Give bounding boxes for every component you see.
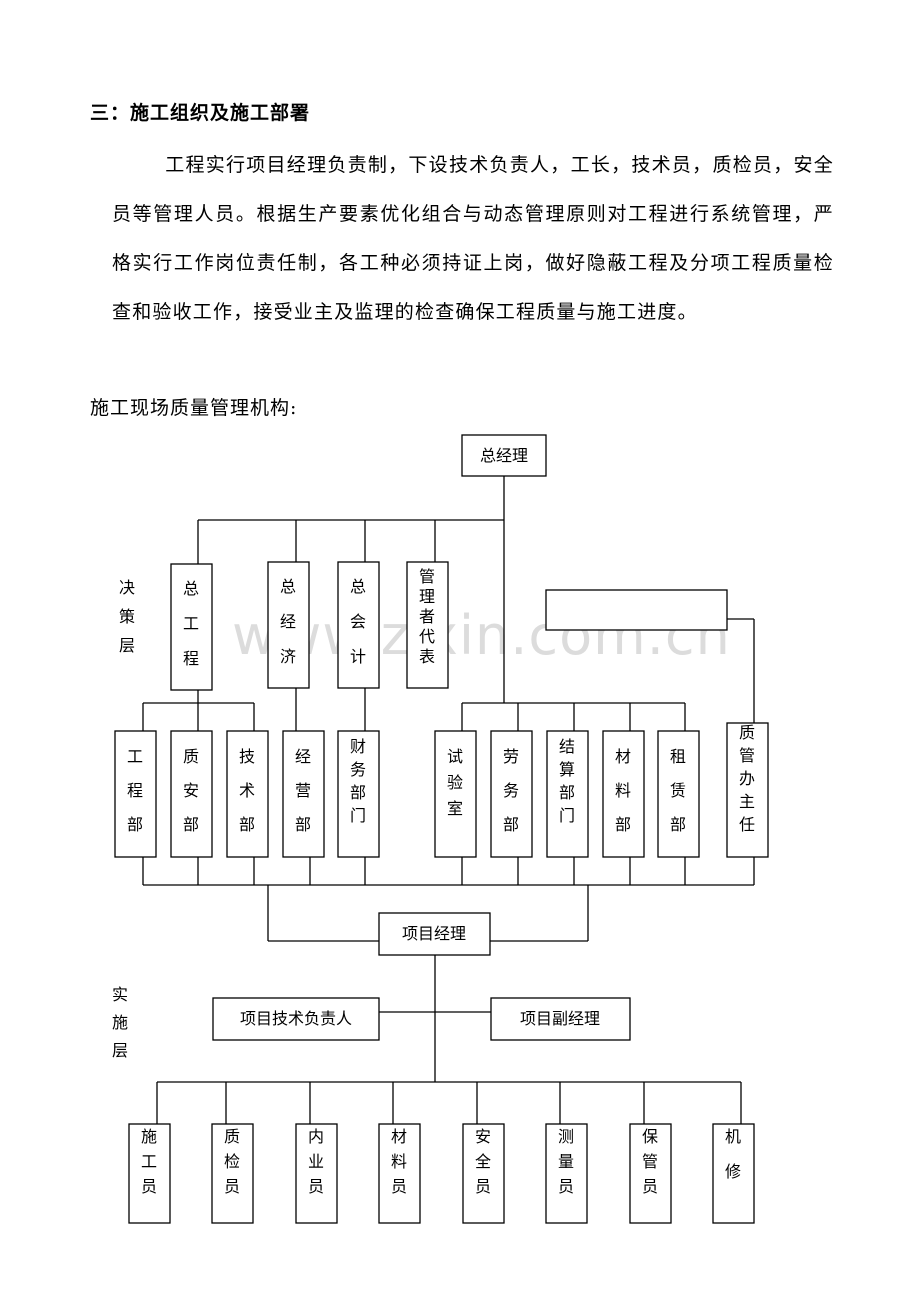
staff-mechanic: 机修 bbox=[712, 1123, 755, 1224]
staff-label: 机修 bbox=[725, 1127, 741, 1181]
dept-settlement: 结算部门 bbox=[546, 730, 589, 858]
tech-lead-box: 项目技术负责人 bbox=[212, 997, 380, 1041]
dept-labor: 劳务部 bbox=[490, 730, 533, 858]
dept-label: 试验室 bbox=[447, 747, 463, 818]
decision-role-management-rep: 管理者代表 bbox=[406, 561, 449, 689]
staff-office-clerk: 内业员 bbox=[295, 1123, 338, 1224]
dept-quality-office-director: 质管办主任 bbox=[726, 722, 769, 858]
decision-role-label: 总会计 bbox=[350, 577, 366, 666]
project-manager-label: 项目经理 bbox=[402, 924, 466, 943]
staff-label: 材料员 bbox=[391, 1127, 407, 1196]
tech-lead-label: 项目技术负责人 bbox=[240, 1009, 352, 1028]
dept-label: 质安部 bbox=[183, 747, 199, 834]
general-manager-box: 总经理 bbox=[461, 434, 547, 477]
decision-role-label: 总经济 bbox=[280, 577, 296, 666]
staff-label: 内业员 bbox=[308, 1127, 324, 1196]
blank-box bbox=[545, 589, 728, 631]
decision-role-label: 总工程 bbox=[183, 579, 199, 668]
staff-storekeeper: 保管员 bbox=[629, 1123, 672, 1224]
staff-label: 施工员 bbox=[141, 1127, 157, 1196]
dept-label: 经营部 bbox=[295, 747, 311, 834]
dept-quality-safety: 质安部 bbox=[170, 730, 213, 858]
dept-label: 技术部 bbox=[239, 747, 255, 834]
connector-lines bbox=[142, 476, 755, 1124]
staff-safety: 安全员 bbox=[462, 1123, 505, 1224]
general-manager-label: 总经理 bbox=[480, 446, 528, 465]
staff-construction: 施工员 bbox=[128, 1123, 171, 1224]
decision-role-chief-economist: 总经济 bbox=[267, 561, 310, 689]
project-manager-box: 项目经理 bbox=[378, 912, 491, 956]
staff-quality-inspector: 质检员 bbox=[211, 1123, 254, 1224]
layer-label-execution: 实施层 bbox=[112, 985, 128, 1060]
dept-operations: 经营部 bbox=[282, 730, 325, 858]
staff-surveyor: 测量员 bbox=[545, 1123, 588, 1224]
dept-label: 材料部 bbox=[615, 747, 631, 834]
dept-technical: 技术部 bbox=[226, 730, 269, 858]
staff-label: 保管员 bbox=[642, 1127, 658, 1196]
staff-label: 安全员 bbox=[475, 1127, 491, 1196]
deputy-manager-label: 项目副经理 bbox=[520, 1009, 600, 1028]
decision-role-chief-accountant: 总会计 bbox=[337, 561, 380, 689]
dept-engineering: 工程部 bbox=[114, 730, 157, 858]
dept-materials: 材料部 bbox=[602, 730, 645, 858]
dept-finance: 财务部门 bbox=[337, 730, 380, 858]
decision-role-chief-engineer: 总工程 bbox=[170, 563, 213, 691]
dept-label: 财务部门 bbox=[350, 737, 366, 825]
dept-label: 结算部门 bbox=[559, 737, 575, 825]
dept-testing-lab: 试验室 bbox=[434, 730, 477, 858]
body-paragraph: 工程实行项目经理负责制，下设技术负责人，工长，技术员，质检员，安全员等管理人员。… bbox=[112, 154, 834, 323]
dept-label: 质管办主任 bbox=[739, 723, 755, 834]
dept-label: 租赁部 bbox=[670, 747, 686, 834]
staff-materials: 材料员 bbox=[378, 1123, 421, 1224]
layer-label-decision: 决策层 bbox=[119, 578, 135, 655]
dept-leasing: 租赁部 bbox=[657, 730, 700, 858]
dept-label: 工程部 bbox=[127, 747, 143, 834]
dept-label: 劳务部 bbox=[503, 747, 519, 834]
staff-label: 测量员 bbox=[558, 1127, 574, 1196]
deputy-manager-box: 项目副经理 bbox=[490, 997, 631, 1041]
org-chart-caption: 施工现场质量管理机构: bbox=[90, 397, 298, 419]
staff-label: 质检员 bbox=[224, 1127, 240, 1196]
decision-role-label: 管理者代表 bbox=[419, 567, 435, 666]
section-heading: 三：施工组织及施工部署 bbox=[90, 102, 311, 124]
